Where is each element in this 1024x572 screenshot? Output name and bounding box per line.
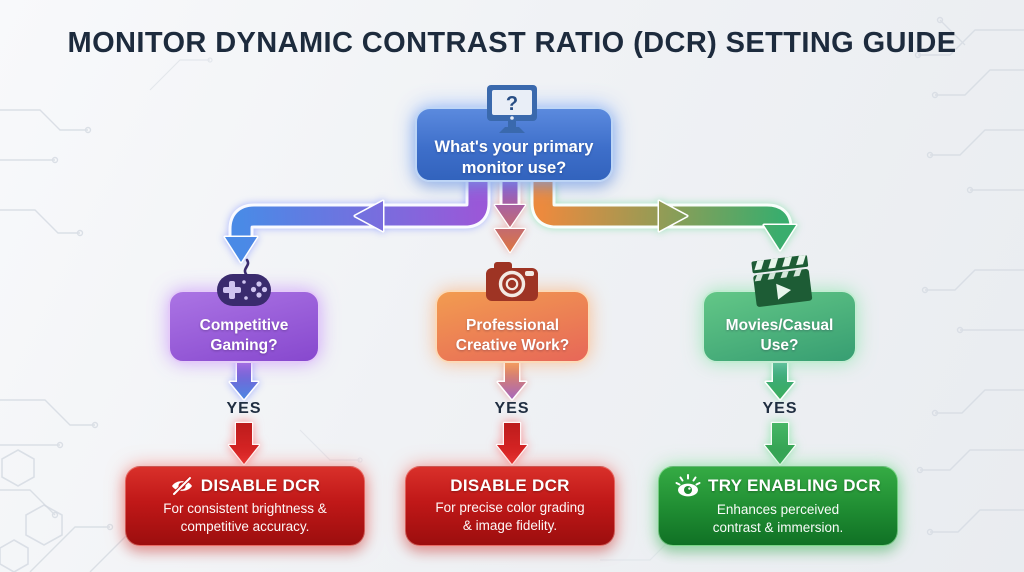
result-heading-row: TRY ENABLING DCR xyxy=(675,473,881,498)
result-desc-line1: Enhances perceived xyxy=(716,501,840,517)
page-title: MONITOR DYNAMIC CONTRAST RATIO (DCR) SET… xyxy=(67,27,957,59)
result-desc-line1: For consistent brightness & xyxy=(163,500,327,516)
root-question-line1: What's your primary xyxy=(434,138,594,157)
result-desc: Enhances perceived contrast & immersion. xyxy=(713,501,844,537)
result-heading-row: DISABLE DCR xyxy=(450,476,569,496)
question-movies-line2: Use? xyxy=(760,336,799,354)
result-arrow-gaming xyxy=(227,421,261,466)
result-desc: For consistent brightness & competitive … xyxy=(163,500,327,536)
yes-label-creative: YES xyxy=(494,400,530,417)
branch-arrow-left xyxy=(223,181,491,264)
clapperboard-icon xyxy=(751,254,813,307)
question-gaming-line2: Gaming? xyxy=(210,336,278,354)
yes-arrow-creative xyxy=(496,360,528,401)
branch-arrow-right xyxy=(530,181,798,252)
question-box-creative: Professional Creative Work? xyxy=(435,290,590,363)
branch-arrow-center xyxy=(493,182,527,254)
question-box-movies: Movies/Casual Use? xyxy=(702,290,857,363)
monitor-question-icon: ? xyxy=(487,85,537,133)
yes-label-movies: YES xyxy=(762,400,798,417)
result-heading-row: DISABLE DCR xyxy=(170,475,320,497)
gamepad-icon xyxy=(217,258,271,306)
result-heading: TRY ENABLING DCR xyxy=(708,475,881,495)
question-gaming-line1: Competitive xyxy=(199,317,289,335)
question-creative-line1: Professional xyxy=(465,317,560,335)
yes-arrow-movies xyxy=(764,360,796,401)
result-desc: For precise color grading & image fideli… xyxy=(435,499,584,535)
question-creative-line2: Creative Work? xyxy=(455,336,570,354)
result-box-gaming: DISABLE DCR For consistent brightness & … xyxy=(125,466,365,546)
result-desc-line1: For precise color grading xyxy=(435,499,585,515)
question-movies-line1: Movies/Casual xyxy=(725,317,834,335)
eye-rays-icon xyxy=(675,473,701,497)
svg-text:?: ? xyxy=(506,93,518,115)
yes-label-gaming: YES xyxy=(226,400,262,417)
result-heading: DISABLE DCR xyxy=(450,475,570,495)
eye-slash-icon xyxy=(171,476,192,496)
result-desc-line2: competitive accuracy. xyxy=(180,518,310,534)
camera-icon xyxy=(486,262,538,301)
result-arrow-movies xyxy=(763,421,797,466)
result-arrow-creative xyxy=(495,421,529,466)
result-desc-line2: contrast & immersion. xyxy=(712,519,844,535)
yes-arrow-gaming xyxy=(228,360,260,401)
result-box-creative: DISABLE DCR For precise color grading & … xyxy=(405,466,615,546)
root-question-line2: monitor use? xyxy=(461,158,567,177)
result-heading: DISABLE DCR xyxy=(200,475,321,495)
result-desc-line2: & image fidelity. xyxy=(462,517,558,533)
result-box-movies: TRY ENABLING DCR Enhances perceived cont… xyxy=(658,466,898,546)
